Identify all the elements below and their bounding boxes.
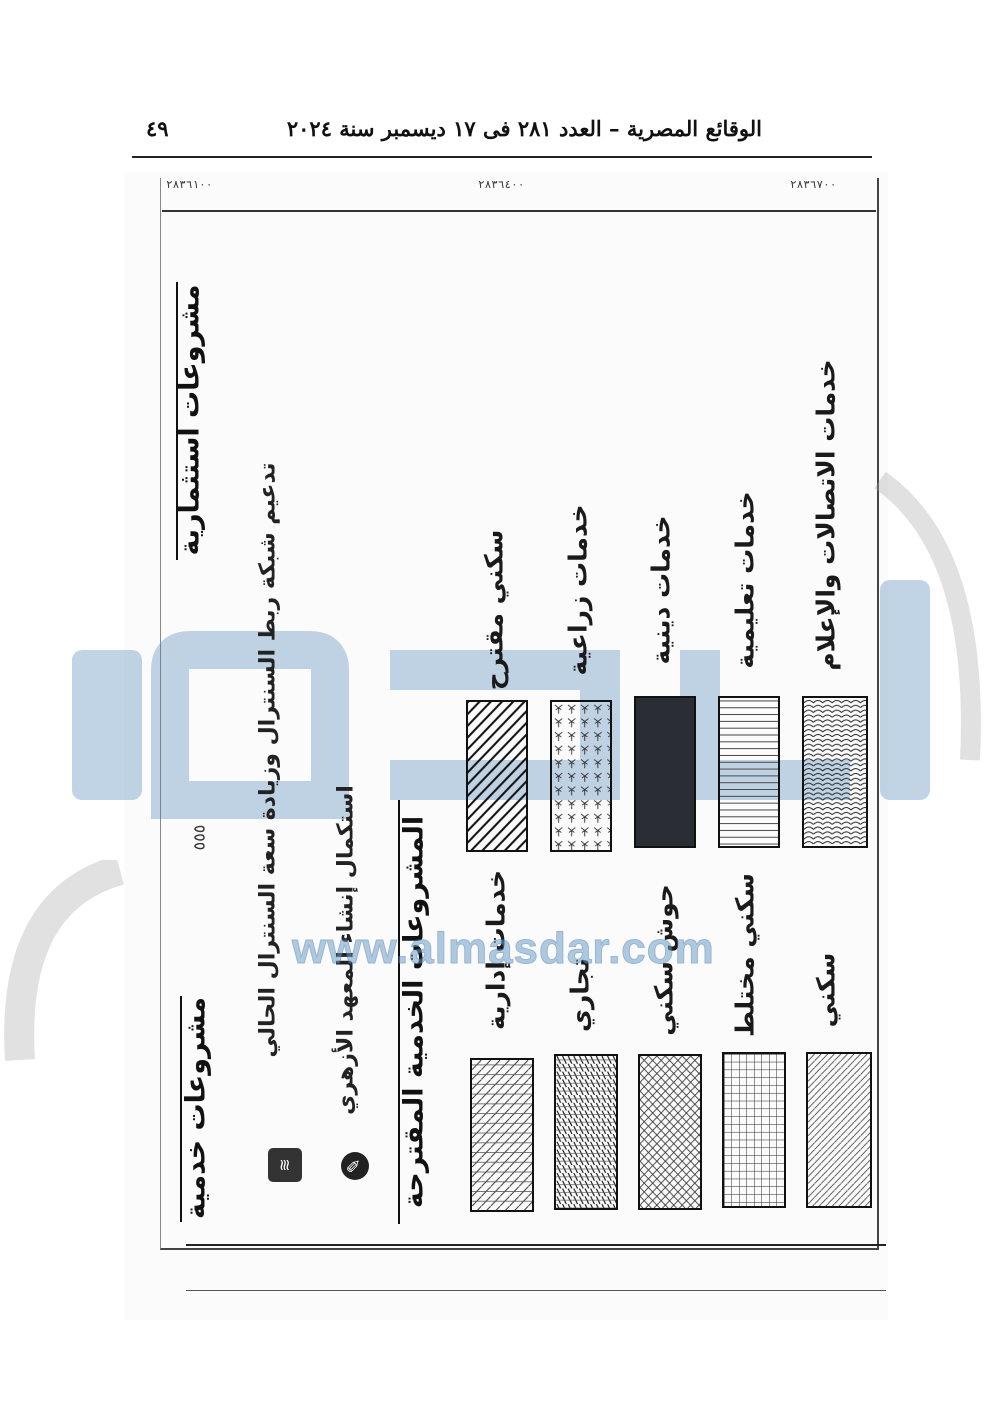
map-sheet-frame [160,178,879,1250]
swatch-education [718,696,780,848]
watermark-url: www.almasdar.com [292,924,715,974]
coordinate-label-1: ٢٨٣٦١٠٠ [166,178,213,191]
sheet-top-rule [162,210,876,212]
project-item-telephone-exchange: تدعيم شبكة ربط السنترال وزيادة سعة السنت… [255,462,281,1058]
service-projects-title: مشروعات خدمية [180,996,212,1220]
swatch-mixed-residential [722,1052,786,1208]
legend-label-telecom: خدمات الاتصالات والإعلام [811,359,841,671]
swatch-religious [634,696,696,848]
swatch-residential-yard [638,1054,702,1210]
swatch-agricultural [550,700,612,852]
north-arrow-icon: ٥٥٥ [189,824,209,851]
legend-section-title: المشروعات الخدمية المقترحة [398,815,430,1209]
legend-label-agricultural: خدمات زراعية [563,504,593,676]
legend-label-proposed-residential: سكني مقترح [479,529,509,691]
sheet-bottom-strip [186,1290,886,1313]
education-project-icon: ✎ [341,1152,369,1180]
coordinate-label-2: ٢٨٣٦٤٠٠ [478,178,525,191]
legend-label-residential: سكني [811,952,841,1028]
investment-title-underline [176,282,178,560]
sheet-bottom-rule [186,1244,886,1246]
page-number: ٤٩ [146,116,169,141]
swatch-residential [806,1052,872,1208]
legend-label-mixed-residential: سكني مختلط [730,872,760,1038]
watermark-arc-left [4,860,125,1061]
legend-label-education: خدمات تعليمية [730,491,760,669]
coordinate-label-3: ٢٨٣٦٧٠٠ [790,178,837,191]
swatch-proposed-residential [466,700,528,852]
investment-projects-title: مشروعات استثمارية [174,284,206,556]
header-rule [132,156,872,158]
swatch-telecom [802,696,868,848]
section-title-underline [398,800,400,1224]
service-title-underline [180,996,182,1222]
telecom-project-icon: ≋ [268,1148,302,1182]
swatch-commercial [554,1054,618,1210]
swatch-administrative [470,1058,534,1212]
legend-label-religious: خدمات دينية [646,515,676,665]
gazette-header-title: الوقائع المصرية – العدد ٢٨١ فى ١٧ ديسمبر… [286,116,762,141]
